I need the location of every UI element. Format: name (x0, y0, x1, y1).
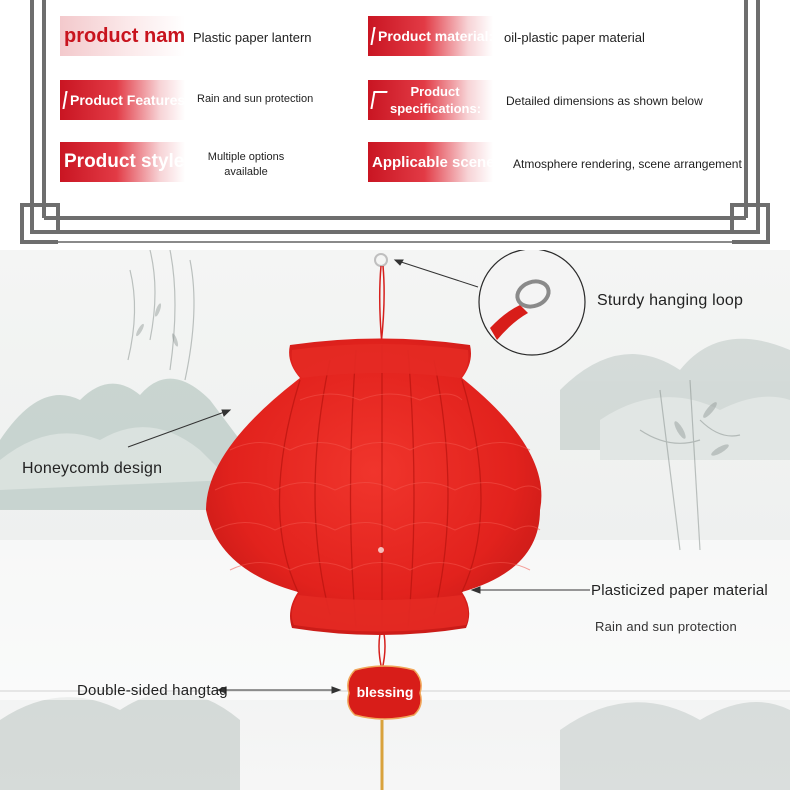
hanging-loop-zoom (478, 250, 586, 356)
product-name-value: Plastic paper lantern (193, 30, 312, 45)
product-style-value-line2: available (224, 166, 268, 178)
mountains-right (560, 338, 790, 460)
hangtag-label-box: blessing (344, 684, 426, 704)
product-features-label: Product Features (60, 80, 185, 120)
product-style-label: Product style: (60, 142, 185, 182)
red-lantern (206, 338, 542, 635)
callout-pointers (127, 259, 590, 694)
chinese-glyph-icon (370, 91, 388, 109)
product-name-label-text: product name: (64, 24, 185, 47)
product-specifications-label: Product specifications: (368, 80, 493, 120)
callout-rain-sun: Rain and sun protection (595, 619, 737, 634)
spec-panel: product name: Plastic paper lantern Prod… (0, 0, 790, 250)
product-name-label: product name: (60, 16, 185, 56)
product-specifications-label-line2: specifications: (390, 101, 482, 116)
chinese-glyph-icon (370, 27, 376, 45)
product-features-value: Rain and sun protection (197, 93, 314, 105)
applicable-scene-label-text: Applicable scene: (372, 153, 493, 171)
hangtag-text: blessing (356, 684, 414, 700)
lattice-frame (20, 0, 770, 244)
product-style-value: Multiple options available (196, 150, 296, 180)
ink-landscape-background (0, 250, 790, 790)
product-specifications-label-line1: Product (410, 84, 460, 99)
bamboo-sketch (127, 250, 741, 551)
lantern-illustration: blessing Sturdy hanging loop Honeycomb d… (0, 250, 790, 790)
product-material-label-text: Product material: (378, 28, 493, 44)
callout-hanging-loop: Sturdy hanging loop (597, 292, 744, 309)
callout-honeycomb: Honeycomb design (22, 460, 163, 477)
product-features-label-text: Product Features (70, 92, 185, 108)
applicable-scene-value: Atmosphere rendering, scene arrangement (513, 157, 742, 171)
product-material-label: Product material: (368, 16, 493, 56)
hanging-ring-icon (374, 253, 388, 267)
product-style-value-line1: Multiple options (207, 151, 285, 163)
blessing-hangtag (347, 665, 422, 790)
product-specifications-value: Detailed dimensions as shown below (506, 94, 703, 108)
mountains-left (0, 378, 240, 510)
product-style-label-text: Product style: (64, 151, 185, 172)
callout-hangtag: Double-sided hangtag (77, 682, 228, 699)
chinese-glyph-icon (62, 91, 68, 109)
callout-material: Plasticized paper material (591, 582, 768, 599)
applicable-scene-label: Applicable scene: (368, 142, 493, 182)
product-material-value: oil-plastic paper material (504, 30, 645, 45)
